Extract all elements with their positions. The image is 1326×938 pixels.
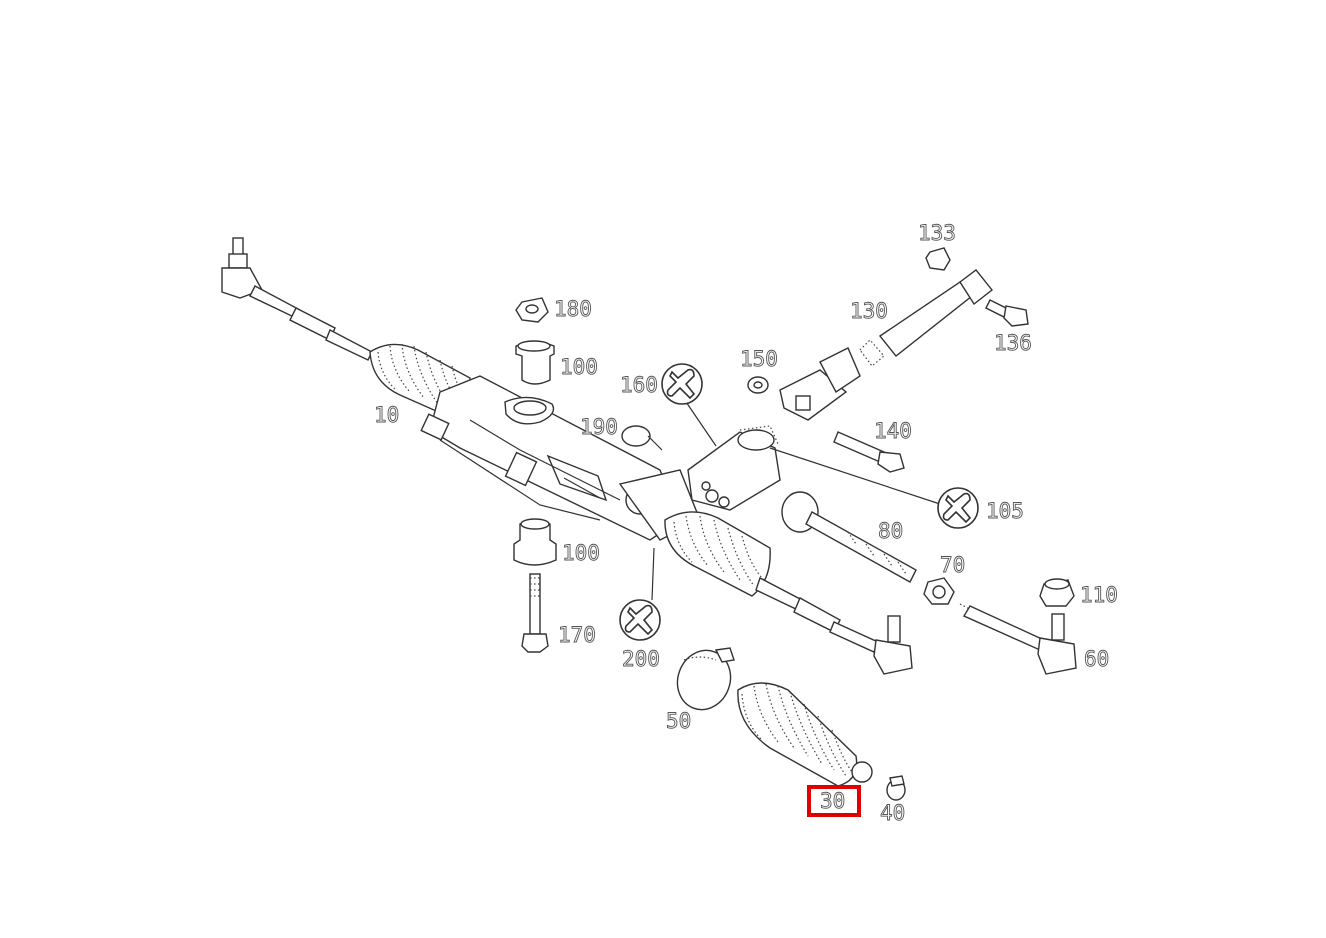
wrench-icon	[619, 599, 661, 641]
bellows-30	[737, 682, 873, 787]
callout-10[interactable]: 10	[374, 403, 400, 428]
washer-150	[747, 376, 769, 394]
callout-110[interactable]: 110	[1080, 583, 1119, 608]
inner-tie-rod-80	[781, 491, 917, 583]
callout-136[interactable]: 136	[994, 331, 1033, 356]
callout-190[interactable]: 190	[580, 415, 619, 440]
callout-180[interactable]: 180	[554, 297, 593, 322]
washer-133	[925, 247, 951, 271]
right-tie-rod-assembly	[755, 576, 913, 675]
nut-110	[1039, 578, 1075, 607]
callout-50[interactable]: 50	[666, 709, 692, 734]
steering-rack-housing	[420, 375, 701, 541]
bolt-170	[521, 573, 549, 653]
universal-joint	[779, 347, 861, 421]
upper-nut-180	[515, 297, 549, 323]
callout-140[interactable]: 140	[874, 419, 913, 444]
wrench-icon	[937, 487, 979, 529]
callout-60[interactable]: 60	[1084, 647, 1110, 672]
highlight-box-part-30	[807, 785, 861, 817]
bolt-136	[985, 299, 1029, 327]
lower-bushing-100	[513, 518, 557, 566]
nut-70	[923, 577, 955, 605]
callout-30[interactable]: 30	[820, 789, 846, 814]
wrench-icon	[661, 363, 703, 405]
left-tie-rod-assembly	[221, 237, 373, 361]
cap-190	[621, 425, 663, 451]
leader-lines	[563, 395, 941, 601]
callout-100-lower[interactable]: 100	[562, 541, 601, 566]
callout-160[interactable]: 160	[620, 373, 659, 398]
callout-80[interactable]: 80	[878, 519, 904, 544]
right-bellows	[664, 511, 771, 597]
tie-rod-end-60	[959, 603, 1077, 675]
callout-labels: 133 130 136 180 100 150 160 10 190 140 1…	[374, 221, 1119, 826]
callout-170[interactable]: 170	[558, 623, 597, 648]
clamp-50	[676, 647, 735, 711]
callout-40[interactable]: 40	[880, 801, 906, 826]
valve-housing	[687, 425, 781, 511]
callout-133[interactable]: 133	[918, 221, 957, 246]
callout-70[interactable]: 70	[940, 553, 966, 578]
clamp-40	[886, 775, 906, 801]
callout-105[interactable]: 105	[986, 499, 1025, 524]
callout-130[interactable]: 130	[850, 299, 889, 324]
callout-200[interactable]: 200	[622, 647, 661, 672]
bolt-140	[833, 431, 905, 473]
callout-100-upper[interactable]: 100	[560, 355, 599, 380]
callout-150[interactable]: 150	[740, 347, 779, 372]
upper-bushing-100	[515, 340, 555, 385]
intermediate-shaft-130	[859, 269, 993, 367]
